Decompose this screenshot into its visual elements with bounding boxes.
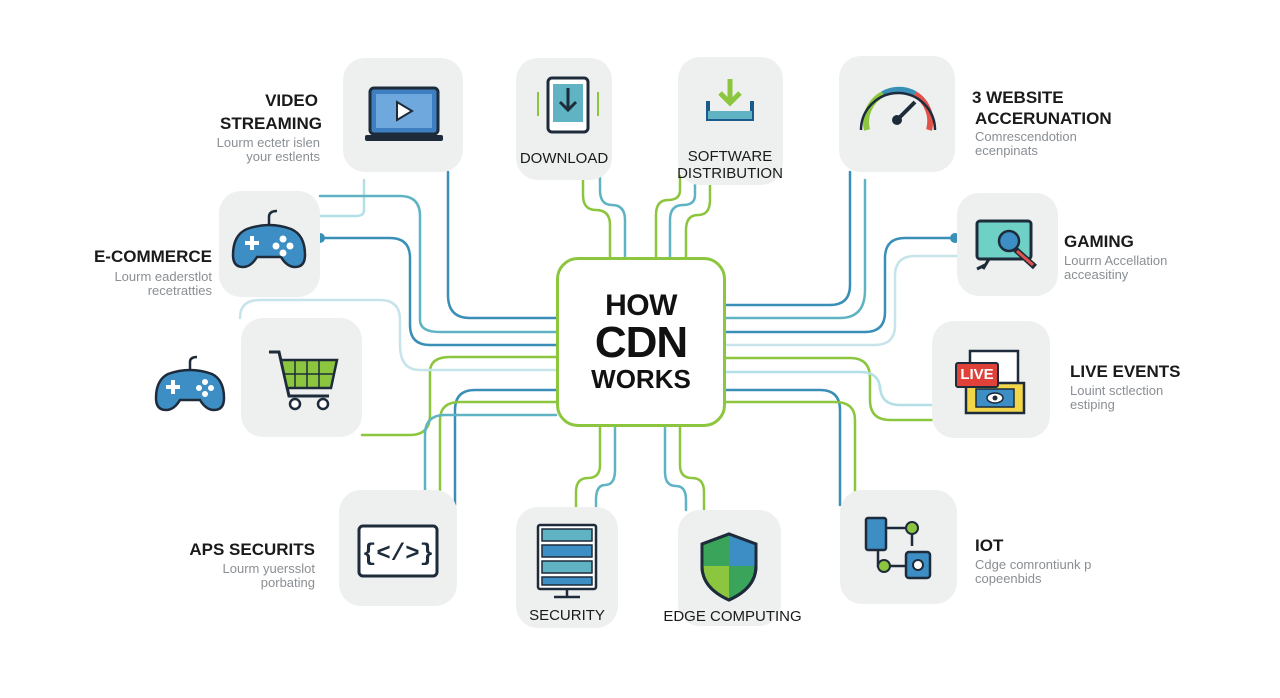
center-box: HOW CDN WORKS <box>556 257 726 427</box>
video-streaming-sub-2: your estlents <box>246 149 320 164</box>
shopping-cart-icon <box>269 350 339 411</box>
iot-title: IOT <box>975 536 1004 555</box>
code-icon: {</>} <box>357 524 439 578</box>
website-acceleration-sub-2: ecenpinats <box>975 143 1038 158</box>
gaming-sub-2: acceasitiny <box>1064 267 1129 282</box>
aps-securits-tile[interactable]: {</>} <box>339 490 457 606</box>
software-distribution-title-1: SOFTWARE <box>687 148 773 165</box>
gamepad-icon <box>154 355 226 412</box>
gaming-tile[interactable] <box>957 193 1058 296</box>
edge-computing-tile[interactable] <box>678 510 781 626</box>
gamepad-icon <box>231 209 307 269</box>
live-screens-icon <box>955 349 1026 415</box>
aps-securits-title: APS SECURITS <box>189 540 315 559</box>
speedometer-icon <box>859 86 937 131</box>
iot-tile[interactable] <box>840 490 957 604</box>
video-streaming-sub-1: Lourm ectetr islen <box>216 135 320 150</box>
aps-securits-sub-1: Lourm yuersslot <box>222 561 315 576</box>
ecommerce-title: E-COMMERCE <box>93 247 212 266</box>
live-events-title: LIVE EVENTS <box>1070 362 1181 381</box>
ecommerce-sub-2: recetratties <box>147 283 212 298</box>
download-tablet-icon <box>537 76 599 134</box>
server-rack-icon <box>536 523 598 599</box>
ecommerce-sub-1: Lourm eaderstlot <box>114 269 212 284</box>
iot-sub-2: copeenbids <box>975 571 1042 586</box>
website-acceleration-title-2: ACCERUNATION <box>975 109 1112 128</box>
gaming-sub-1: Lourrn Accellation <box>1064 253 1168 268</box>
live-events-tile[interactable]: LIVE <box>932 321 1050 438</box>
video-streaming-title-1: VIDEO <box>265 91 318 110</box>
center-title-line1: HOW <box>605 289 677 322</box>
video-streaming-title-2: STREAMING <box>220 114 322 133</box>
iot-sub-1: Cdge comrontiunk p <box>975 557 1092 572</box>
gamepad-tile[interactable] <box>219 191 320 297</box>
software-distribution-title-2: DISTRIBUTION <box>677 165 783 182</box>
iot-devices-icon <box>864 516 932 580</box>
live-badge: LIVE <box>960 366 994 383</box>
gaming-title: GAMING <box>1064 232 1134 251</box>
center-title-line3: WORKS <box>591 364 691 394</box>
security-title: SECURITY <box>529 607 605 624</box>
security-tile[interactable] <box>516 507 618 628</box>
svg-text:{</>}: {</>} <box>362 541 434 568</box>
website-acceleration-sub-1: Comrescendotion <box>975 129 1077 144</box>
download-title: DOWNLOAD <box>519 150 609 167</box>
video-streaming-tile[interactable] <box>343 58 463 172</box>
shield-icon <box>700 532 758 602</box>
live-events-sub-2: estiping <box>1070 397 1115 412</box>
software-distribution-tile[interactable] <box>678 57 783 185</box>
monitor-gaming-icon <box>975 219 1038 271</box>
video-player-icon <box>365 86 443 141</box>
live-events-sub-1: Louint sctlection <box>1070 383 1164 398</box>
website-acceleration-title-1: 3 WEBSITE <box>972 88 1064 107</box>
center-title-line2: CDN <box>594 318 688 367</box>
shopping-cart-tile[interactable] <box>241 318 362 437</box>
tray-download-icon <box>706 79 754 121</box>
aps-securits-sub-2: porbating <box>260 575 315 590</box>
website-acceleration-tile[interactable] <box>839 56 955 172</box>
edge-computing-title: EDGE COMPUTING <box>663 608 802 625</box>
download-tile[interactable] <box>516 58 612 180</box>
